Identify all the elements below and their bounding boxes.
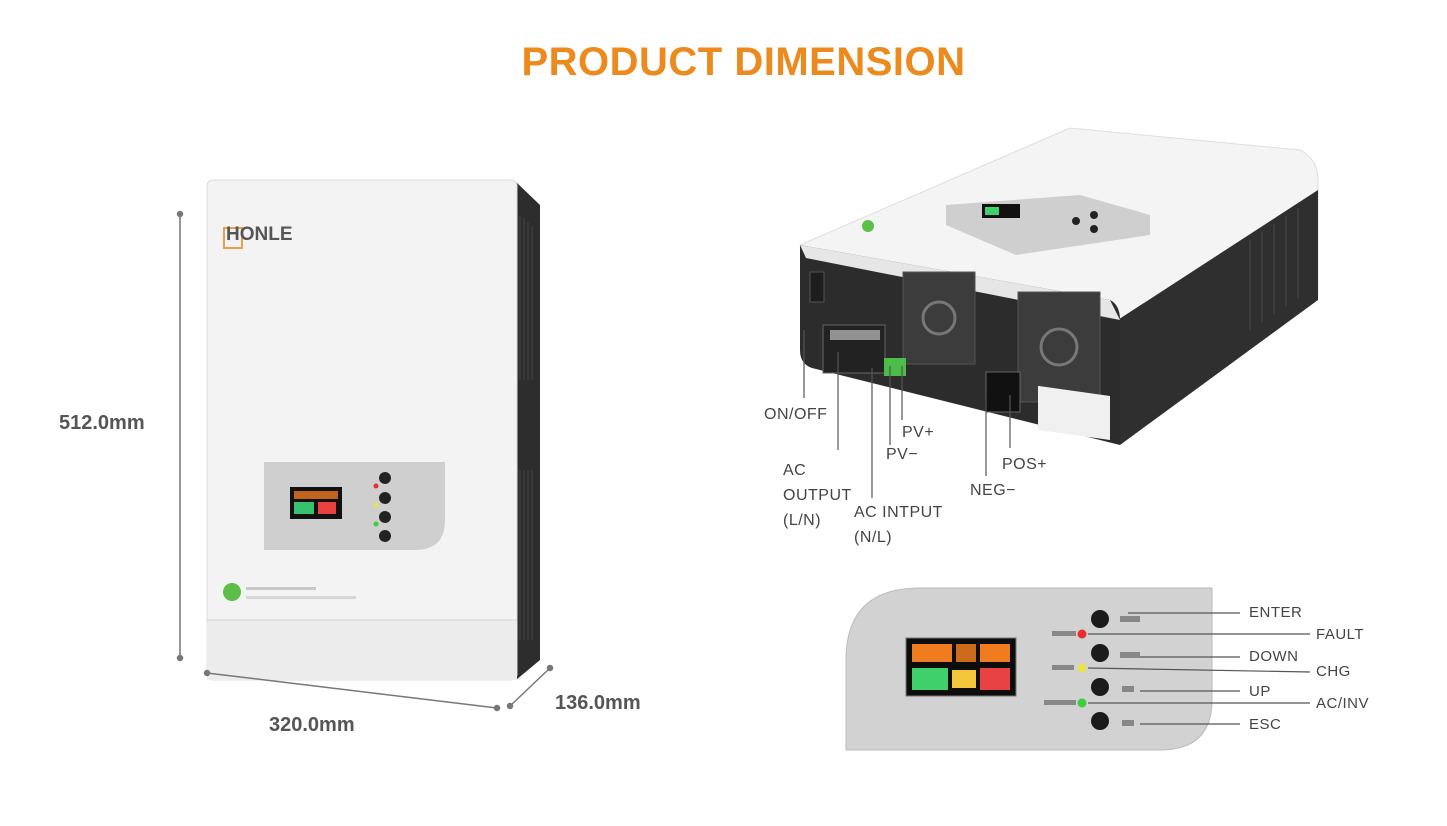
- dimension-lines: [176, 210, 554, 712]
- label-esc: ESC: [1249, 716, 1282, 733]
- panel-leader-lines: [1087, 612, 1311, 725]
- callout-pos-plus: POS+: [1002, 456, 1048, 473]
- callout-ac-input: AC INTPUT (N/L): [854, 500, 943, 550]
- brand-logo-text: HONLE: [226, 224, 293, 245]
- page-title: PRODUCT DIMENSION: [521, 40, 966, 84]
- label-fault: FAULT: [1316, 626, 1365, 643]
- front-inverter-image: [206, 179, 540, 681]
- depth-dimension-label: 136.0mm: [555, 692, 641, 714]
- height-dimension-label: 512.0mm: [59, 412, 145, 434]
- width-dimension-label: 320.0mm: [269, 714, 355, 736]
- callout-pv-minus: PV−: [886, 446, 919, 463]
- label-ac-inv: AC/INV: [1316, 695, 1370, 712]
- callout-ac-output-line2: OUTPUT: [783, 487, 852, 504]
- callout-ac-input-line2: (N/L): [854, 529, 893, 546]
- control-panel-closeup: [845, 587, 1213, 751]
- callout-on-off: ON/OFF: [764, 406, 828, 423]
- callout-ac-output: AC OUTPUT (L/N): [783, 458, 852, 533]
- callout-ac-output-line3: (L/N): [783, 512, 822, 529]
- callout-pv-plus: PV+: [902, 424, 935, 441]
- rear-leader-lines: [803, 330, 1011, 498]
- label-up: UP: [1249, 683, 1271, 700]
- callout-ac-output-line1: AC: [783, 462, 807, 479]
- label-down: DOWN: [1249, 648, 1299, 665]
- label-chg: CHG: [1316, 663, 1351, 680]
- callout-ac-input-line1: AC INTPUT: [854, 504, 943, 521]
- label-enter: ENTER: [1249, 604, 1303, 621]
- callout-neg-minus: NEG−: [970, 482, 1017, 499]
- rear-inverter-image: [798, 127, 1319, 445]
